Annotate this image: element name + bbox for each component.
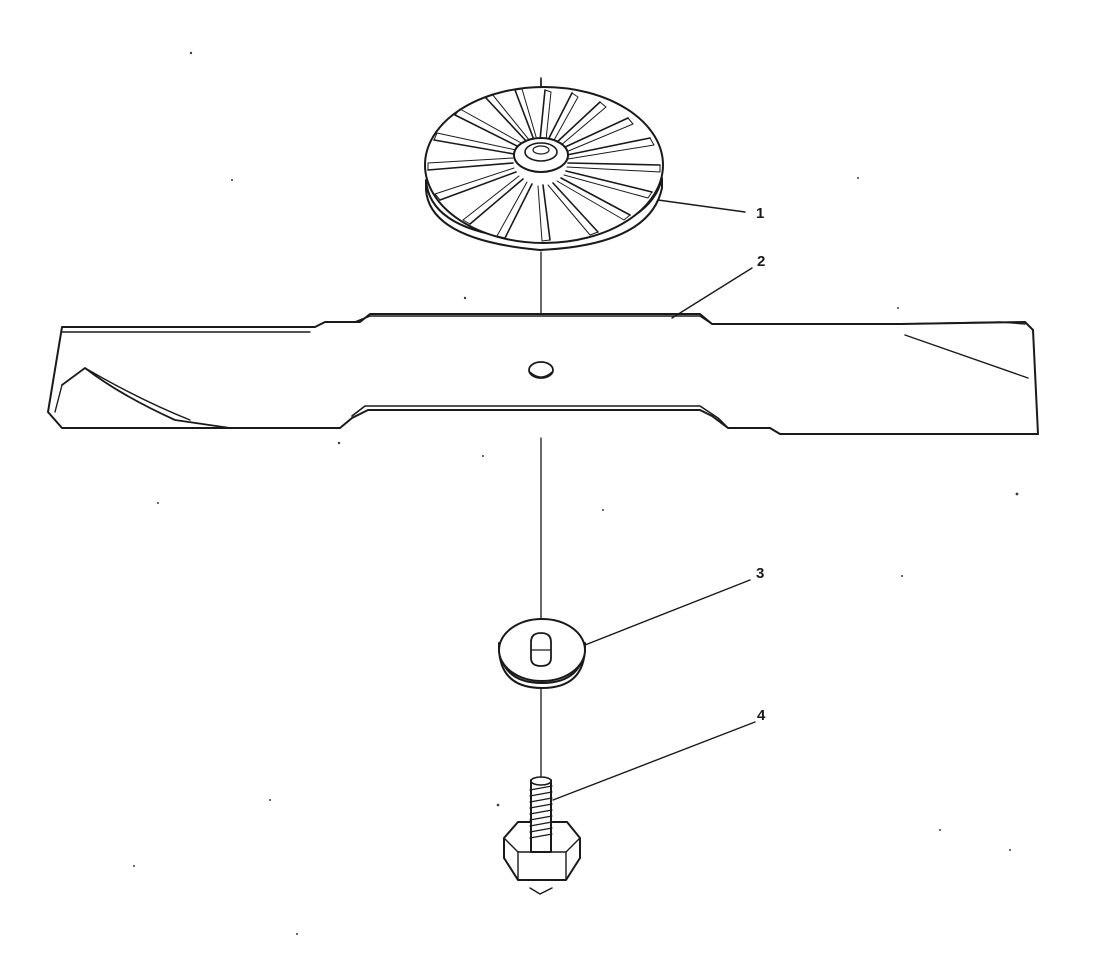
callout-labels: 1 2 3 4: [756, 205, 766, 724]
callout-leader-2b: [904, 334, 1029, 379]
callout-number-1: 1: [756, 205, 764, 222]
washer: [498, 618, 586, 689]
callout-number-2: 2: [757, 253, 765, 270]
scan-specks: [133, 51, 1019, 935]
mower-blade: [47, 313, 1039, 435]
callout-leaders: [552, 199, 1029, 801]
callout-number-4: 4: [757, 707, 766, 724]
hex-bolt: [503, 776, 581, 895]
callout-leader-3: [584, 579, 751, 646]
callout-number-3: 3: [756, 565, 764, 582]
callout-leader-4: [552, 721, 756, 801]
blade-adapter-fan: [424, 77, 664, 251]
callout-leader-2: [671, 267, 753, 319]
callout-leader-1: [657, 199, 746, 213]
